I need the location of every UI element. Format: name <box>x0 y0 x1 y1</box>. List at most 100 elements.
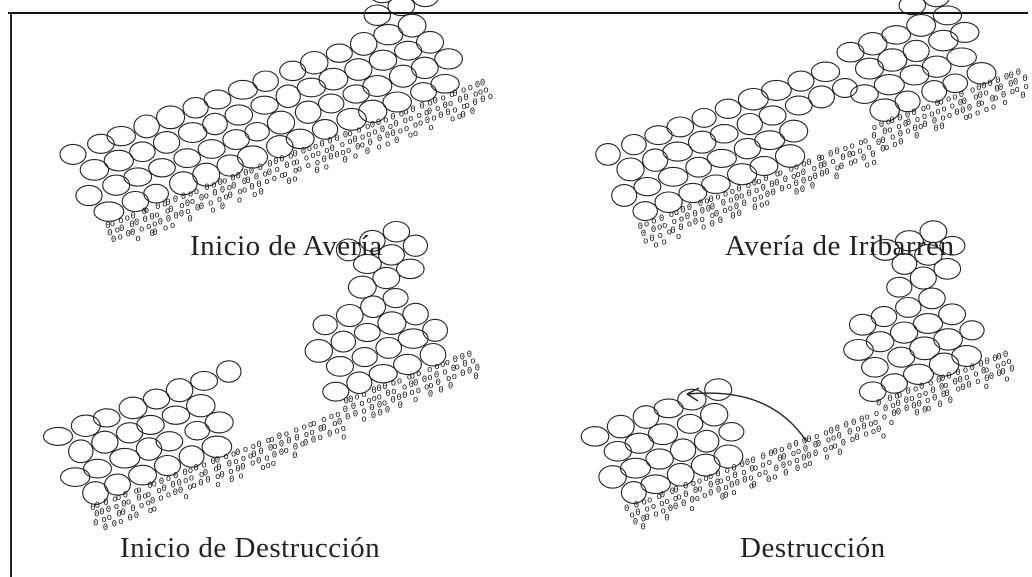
core-pebble: 0 <box>480 95 485 105</box>
armour-stone <box>654 399 683 418</box>
core-pebble: o <box>398 126 403 136</box>
core-pebble: o <box>316 149 321 159</box>
armour-stone <box>166 379 192 402</box>
core-pebble: o <box>1015 85 1020 95</box>
core-pebble: o <box>651 217 656 227</box>
core-pebble: 0 <box>937 400 942 410</box>
core-pebble: 0 <box>801 168 806 178</box>
core-pebble: o <box>853 157 858 167</box>
armour-stone <box>715 99 741 118</box>
core-pebble: o <box>242 186 247 196</box>
armour-stone <box>93 409 120 427</box>
armour-stone <box>403 303 428 325</box>
core-pebble: 0 <box>103 523 108 533</box>
armour-stone <box>809 86 835 108</box>
core-pebble: o <box>272 442 277 452</box>
armour-stone <box>347 372 372 394</box>
core-pebble: 0 <box>1016 68 1021 78</box>
core-pebble: o <box>353 152 358 162</box>
armour-stone <box>645 126 672 145</box>
core-pebble: 0 <box>954 108 959 118</box>
core-pebble: 0 <box>472 98 477 108</box>
core-pebble: o <box>431 114 436 124</box>
core-pebble: o <box>385 139 390 149</box>
core-pebble: o <box>772 473 777 483</box>
armour-stone <box>390 65 417 87</box>
core-pebble: 0 <box>1009 364 1014 374</box>
armour-stone <box>888 347 915 367</box>
core-pebble: o <box>237 196 242 206</box>
core-pebble: 0 <box>710 219 715 229</box>
core-pebble: 0 <box>914 132 919 142</box>
frame-top-border <box>8 12 1028 14</box>
core-pebble: o <box>252 190 257 200</box>
core-pebble: o <box>264 177 269 187</box>
armour-stone <box>204 90 231 109</box>
core-pebble: 0 <box>378 409 383 419</box>
core-pebble: 0 <box>735 479 740 489</box>
core-pebble: o <box>135 234 140 244</box>
armour-stone <box>678 389 706 410</box>
armour-stone <box>607 415 634 438</box>
armour-stone <box>677 415 702 434</box>
core-pebble: o <box>871 158 876 168</box>
core-pebble: o <box>306 161 311 171</box>
core-pebble: 0 <box>292 451 297 461</box>
core-pebble: 0 <box>644 513 649 523</box>
core-pebble: 0 <box>673 502 678 512</box>
core-pebble: 0 <box>258 447 263 457</box>
armour-stone <box>363 76 392 97</box>
armour-stone <box>896 298 921 318</box>
core-pebble: 0 <box>752 203 757 213</box>
armour-stone <box>844 340 874 361</box>
panel-label: Inicio de Destrucción <box>120 532 380 565</box>
core-pebble: o <box>676 232 681 242</box>
core-pebble: o <box>346 146 351 156</box>
core-pebble: 0 <box>286 177 291 187</box>
core-pebble: o <box>324 163 329 173</box>
core-pebble: o <box>428 381 433 391</box>
core-pebble: 0 <box>708 489 713 499</box>
core-pebble: o <box>416 369 421 379</box>
core-pebble: 0 <box>681 499 686 509</box>
breakwater-illustration-averia-de-iribarren: 00oo00ooooo0oooo0ooo000o00000ooo0o00000o… <box>575 20 1032 250</box>
core-pebble: 0 <box>766 475 771 485</box>
core-pebble: o <box>708 472 713 482</box>
armour-stone <box>692 109 716 128</box>
core-pebble: 0 <box>286 437 291 447</box>
core-pebble: o <box>250 459 255 469</box>
armour-stone <box>871 307 896 327</box>
core-pebble: o <box>136 485 141 495</box>
panel-inicio-de-destruccion: 00000o000o0oo0oo0000o00o0ooooo0o0oooo00o… <box>25 302 495 572</box>
core-pebble: o <box>824 453 829 463</box>
armour-stone <box>354 324 380 342</box>
core-pebble: o <box>191 481 196 491</box>
core-pebble: 0 <box>448 382 453 392</box>
armour-stone <box>599 466 626 488</box>
core-pebble: o <box>152 504 157 514</box>
core-pebble: 0 <box>664 514 669 524</box>
armour-stone <box>251 96 278 114</box>
armour-stone <box>913 314 942 334</box>
core-pebble: o <box>158 494 163 504</box>
core-pebble: 0 <box>946 372 951 382</box>
core-pebble: 0 <box>687 203 692 213</box>
core-pebble: o <box>897 390 902 400</box>
armour-stone <box>788 71 814 91</box>
core-pebble: 0 <box>939 122 944 132</box>
core-pebble: 0 <box>948 396 953 406</box>
armour-stone <box>737 114 762 135</box>
armour-stone <box>395 41 422 60</box>
armour-stone <box>900 65 929 85</box>
core-pebble: 0 <box>897 113 902 123</box>
core-pebble: o <box>653 510 658 520</box>
core-pebble: o <box>1002 98 1007 108</box>
armour-stone <box>267 111 294 134</box>
core-pebble: 0 <box>742 476 747 486</box>
armour-stone <box>933 6 961 25</box>
core-pebble: 0 <box>854 433 859 443</box>
armour-stone <box>919 288 945 309</box>
core-pebble: o <box>947 111 952 121</box>
core-pebble: 0 <box>763 174 768 184</box>
armour-stone <box>707 149 736 167</box>
